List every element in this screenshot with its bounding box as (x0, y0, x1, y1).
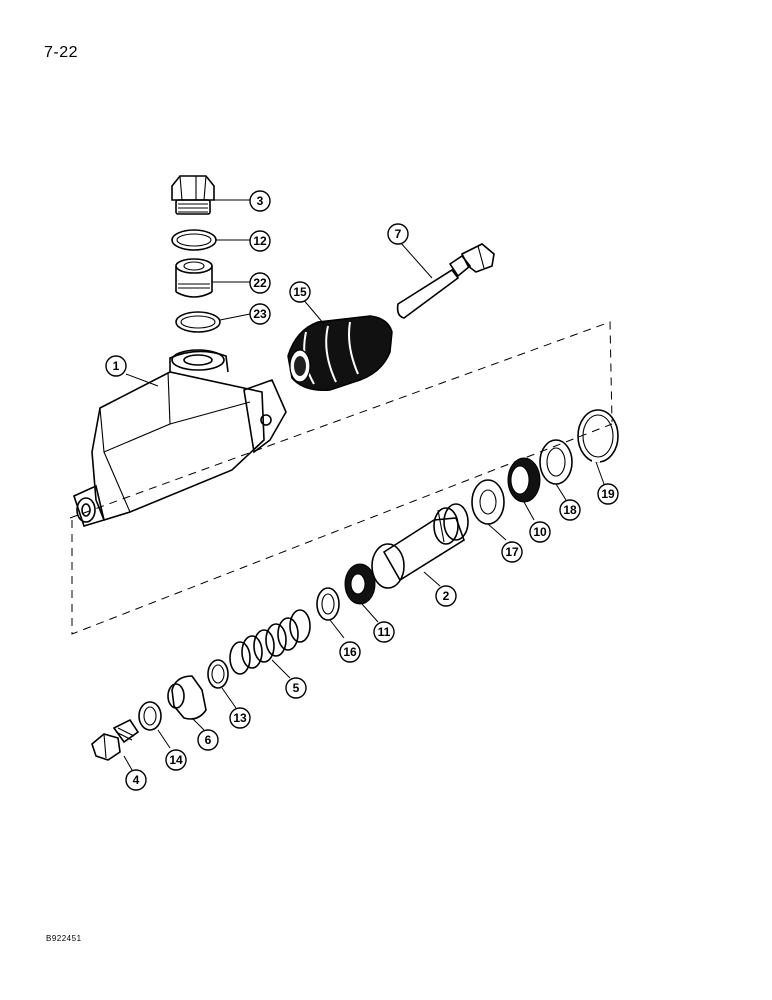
assembly-outline (69, 321, 613, 635)
gasket-part-23 (175, 311, 221, 333)
svg-text:12: 12 (253, 234, 267, 248)
washer-part-17 (471, 479, 505, 525)
callout-3: 3 (249, 190, 271, 212)
svg-text:22: 22 (253, 276, 267, 290)
svg-text:11: 11 (378, 625, 391, 639)
callout-5: 5 (285, 677, 307, 699)
adapter-part (175, 258, 213, 298)
callout-12: 12 (249, 230, 271, 252)
callout-15: 15 (289, 281, 311, 303)
callout-6: 6 (197, 729, 219, 751)
svg-text:19: 19 (601, 487, 615, 501)
callout-7: 7 (387, 223, 409, 245)
callout-4: 4 (125, 769, 147, 791)
callout-22: 22 (249, 272, 271, 294)
svg-text:3: 3 (257, 194, 264, 208)
callout-2: 2 (435, 585, 457, 607)
spring-part (229, 609, 311, 675)
svg-text:15: 15 (293, 285, 307, 299)
svg-text:5: 5 (293, 681, 300, 695)
callout-14: 14 (165, 749, 187, 771)
svg-text:16: 16 (343, 645, 357, 659)
svg-text:6: 6 (205, 733, 212, 747)
svg-text:17: 17 (505, 545, 519, 559)
ring-part-13 (207, 659, 229, 689)
figure-code: B922451 (46, 934, 82, 943)
boot-part (287, 315, 393, 391)
filler-cap-part (171, 175, 215, 215)
cup-seal-part-11 (344, 563, 376, 605)
check-valve-part (167, 675, 207, 720)
washer-part-18 (539, 439, 573, 485)
callout-11: 11 (373, 621, 395, 643)
callout-13: 13 (229, 707, 251, 729)
callout-17: 17 (501, 541, 523, 563)
callout-16: 16 (339, 641, 361, 663)
callout-19: 19 (597, 483, 619, 505)
svg-text:4: 4 (133, 773, 140, 787)
seal-part-10 (507, 457, 541, 503)
leader-lines (123, 199, 605, 771)
push-rod-part (396, 243, 495, 319)
svg-text:2: 2 (443, 589, 450, 603)
svg-text:10: 10 (533, 525, 547, 539)
callout-23: 23 (249, 303, 271, 325)
svg-text:7: 7 (395, 227, 402, 241)
callout-10: 10 (529, 521, 551, 543)
bolt-part (91, 718, 140, 761)
svg-text:14: 14 (169, 753, 183, 767)
snap-ring-part (577, 409, 619, 463)
master-cylinder-body (73, 349, 287, 527)
gasket-part-12 (171, 229, 217, 251)
piston-part (371, 503, 469, 589)
callout-1: 1 (105, 355, 127, 377)
svg-text:1: 1 (113, 359, 120, 373)
washer-part-14 (138, 701, 162, 731)
callout-18: 18 (559, 499, 581, 521)
svg-text:23: 23 (253, 307, 267, 321)
svg-text:13: 13 (233, 711, 247, 725)
washer-part-16 (316, 587, 340, 621)
svg-text:18: 18 (563, 503, 577, 517)
page-number: 7-22 (44, 44, 79, 61)
